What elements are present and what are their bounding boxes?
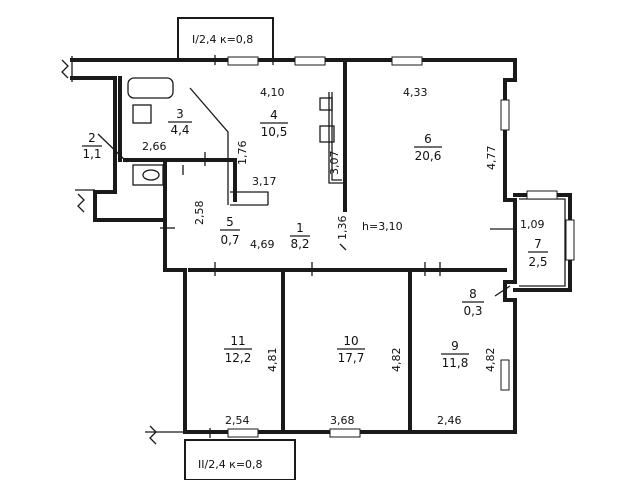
entrance-label-top: I/2,4 к=0,8 [192, 33, 253, 46]
dimension-label: 1,09 [520, 218, 545, 231]
room-number: 1 [296, 221, 304, 235]
interior-walls [118, 58, 507, 434]
room-number: 6 [424, 132, 432, 146]
dimension-label: 4,33 [403, 86, 428, 99]
room-7: 7 2,5 [528, 237, 548, 269]
window [391, 56, 423, 66]
room-number: 8 [469, 287, 477, 301]
dimension-label: 4,10 [260, 86, 285, 99]
room-1: 1 8,2 [290, 221, 310, 251]
dimension-label: 4,69 [250, 238, 275, 251]
room-10: 10 17,7 [337, 334, 365, 365]
dimension-label: 3,07 [328, 151, 341, 176]
dimension-label: 4,77 [485, 146, 498, 171]
dimension-label: 4,81 [266, 348, 279, 373]
room-11: 11 12,2 [224, 334, 252, 365]
room-area: 12,2 [225, 351, 252, 365]
dimension-label: 2,58 [193, 201, 206, 226]
room-6: 6 20,6 [414, 132, 442, 163]
window [294, 56, 326, 66]
room-2: 2 1,1 [82, 131, 102, 161]
dimension-label: 1,36 [336, 216, 349, 241]
entrance-label-bottom: II/2,4 к=0,8 [198, 458, 263, 471]
room-number: 7 [534, 237, 542, 251]
window [500, 359, 510, 391]
room-number: 9 [451, 339, 459, 353]
entrance-box-bottom [184, 439, 296, 480]
room-area: 4,4 [170, 123, 189, 137]
room-number: 2 [88, 131, 96, 145]
dimension-label: 1,76 [236, 141, 249, 166]
bathtub-icon [127, 77, 174, 99]
room-area: 0,7 [220, 233, 239, 247]
dimension-label: 2,54 [225, 414, 250, 427]
window [227, 428, 259, 438]
stove-icon [319, 125, 335, 143]
window [227, 56, 259, 66]
window [526, 190, 558, 200]
kitchen-sink-icon [319, 97, 333, 111]
dimension-label: 4,82 [390, 348, 403, 373]
room-area: 20,6 [415, 149, 442, 163]
room-4: 4 10,5 [260, 108, 288, 139]
room-3: 3 4,4 [168, 107, 192, 137]
dimension-label: 4,82 [484, 348, 497, 373]
room-area: 1,1 [82, 147, 101, 161]
room-area: 10,5 [261, 125, 288, 139]
window [500, 99, 510, 131]
ceiling-height-label: h=3,10 [362, 220, 403, 233]
room-number: 10 [343, 334, 358, 348]
toilet-icon [132, 164, 164, 186]
window [329, 428, 361, 438]
dimension-label: 2,46 [437, 414, 462, 427]
room-number: 11 [230, 334, 245, 348]
room-area: 8,2 [290, 237, 309, 251]
room-area: 17,7 [338, 351, 365, 365]
window [565, 219, 575, 261]
room-number: 5 [226, 215, 234, 229]
room-9: 9 11,8 [441, 339, 469, 370]
room-5: 5 0,7 [220, 215, 240, 247]
sink-icon [132, 104, 152, 124]
room-8: 8 0,3 [462, 287, 484, 318]
entrance-box-top [177, 17, 274, 61]
room-number: 3 [176, 107, 184, 121]
bay-wall [513, 193, 572, 292]
dimension-label: 3,68 [330, 414, 355, 427]
room-area: 0,3 [463, 304, 482, 318]
room-area: 11,8 [442, 356, 469, 370]
dimension-label: 3,17 [252, 175, 277, 188]
dimension-label: 2,66 [142, 140, 167, 153]
room-area: 2,5 [528, 255, 547, 269]
room-number: 4 [270, 108, 278, 122]
